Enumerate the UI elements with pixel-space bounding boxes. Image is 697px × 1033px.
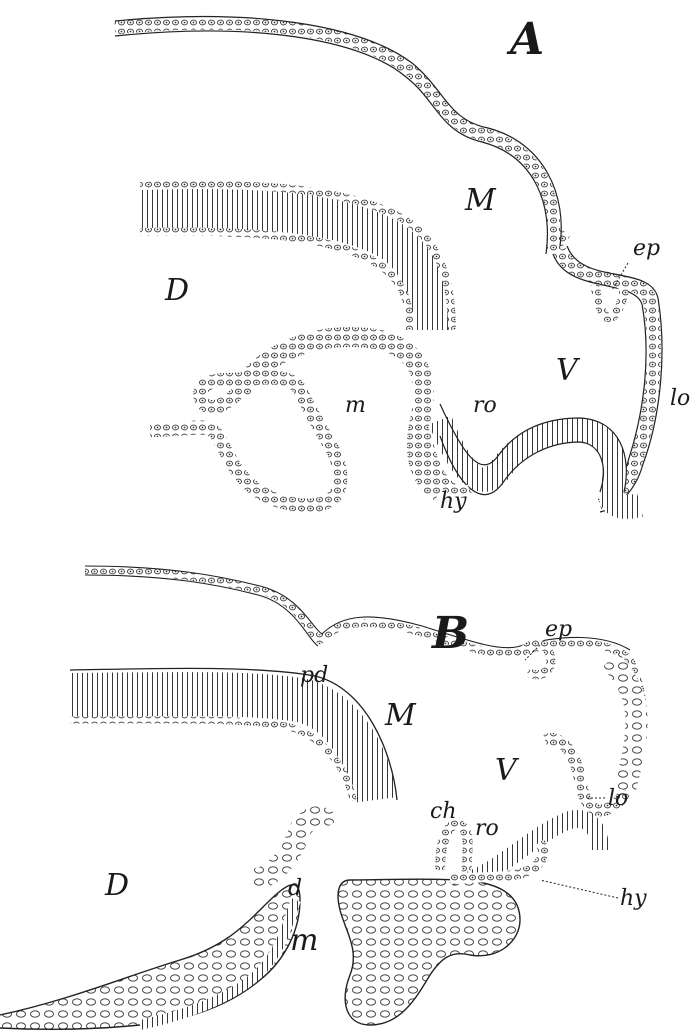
panel-b-label-ro: ro [475, 816, 499, 841]
panel-a-label-m: m [345, 393, 366, 418]
panel-a-label-D: D [164, 273, 189, 308]
panel-b-chiasma-fold [440, 824, 470, 880]
panel-b-lower-jaw [0, 885, 300, 1030]
panel-b-ventral-wall [250, 817, 330, 880]
panel-b-label-m: m [290, 923, 318, 958]
panel-b-label-lo: lo [608, 786, 628, 811]
panel-b-label-pd: pd [300, 663, 328, 688]
panel-a-section [115, 17, 662, 512]
panel-a-epiphysis-fold [595, 284, 624, 318]
panel-a-title: A [506, 14, 544, 65]
panel-a-label-V: V [556, 353, 581, 388]
panel-b-title: B [430, 608, 469, 659]
panel-b-label-d: d [288, 876, 302, 901]
panel-b-mesenchyme-mass [338, 879, 520, 1025]
panel-a-label-ep: ep [633, 236, 660, 261]
panel-b-lamina-terminalis [610, 660, 637, 790]
panel-a-label-lo: lo [670, 386, 690, 411]
panel-b-label-V: V [495, 753, 520, 788]
panel-b-label-D: D [104, 868, 129, 903]
panel-a-label-M: M [464, 183, 497, 218]
panel-b-label-ep: ep [545, 617, 572, 642]
panel-a-label-hy: hy [440, 489, 467, 514]
panel-b-label-hy: hy [620, 886, 647, 911]
panel-a-label-ro: ro [473, 393, 497, 418]
panel-b-label-ch: ch [430, 799, 457, 824]
panel-b-label-M: M [384, 698, 417, 733]
panel-a-foregut-loop [150, 378, 340, 506]
